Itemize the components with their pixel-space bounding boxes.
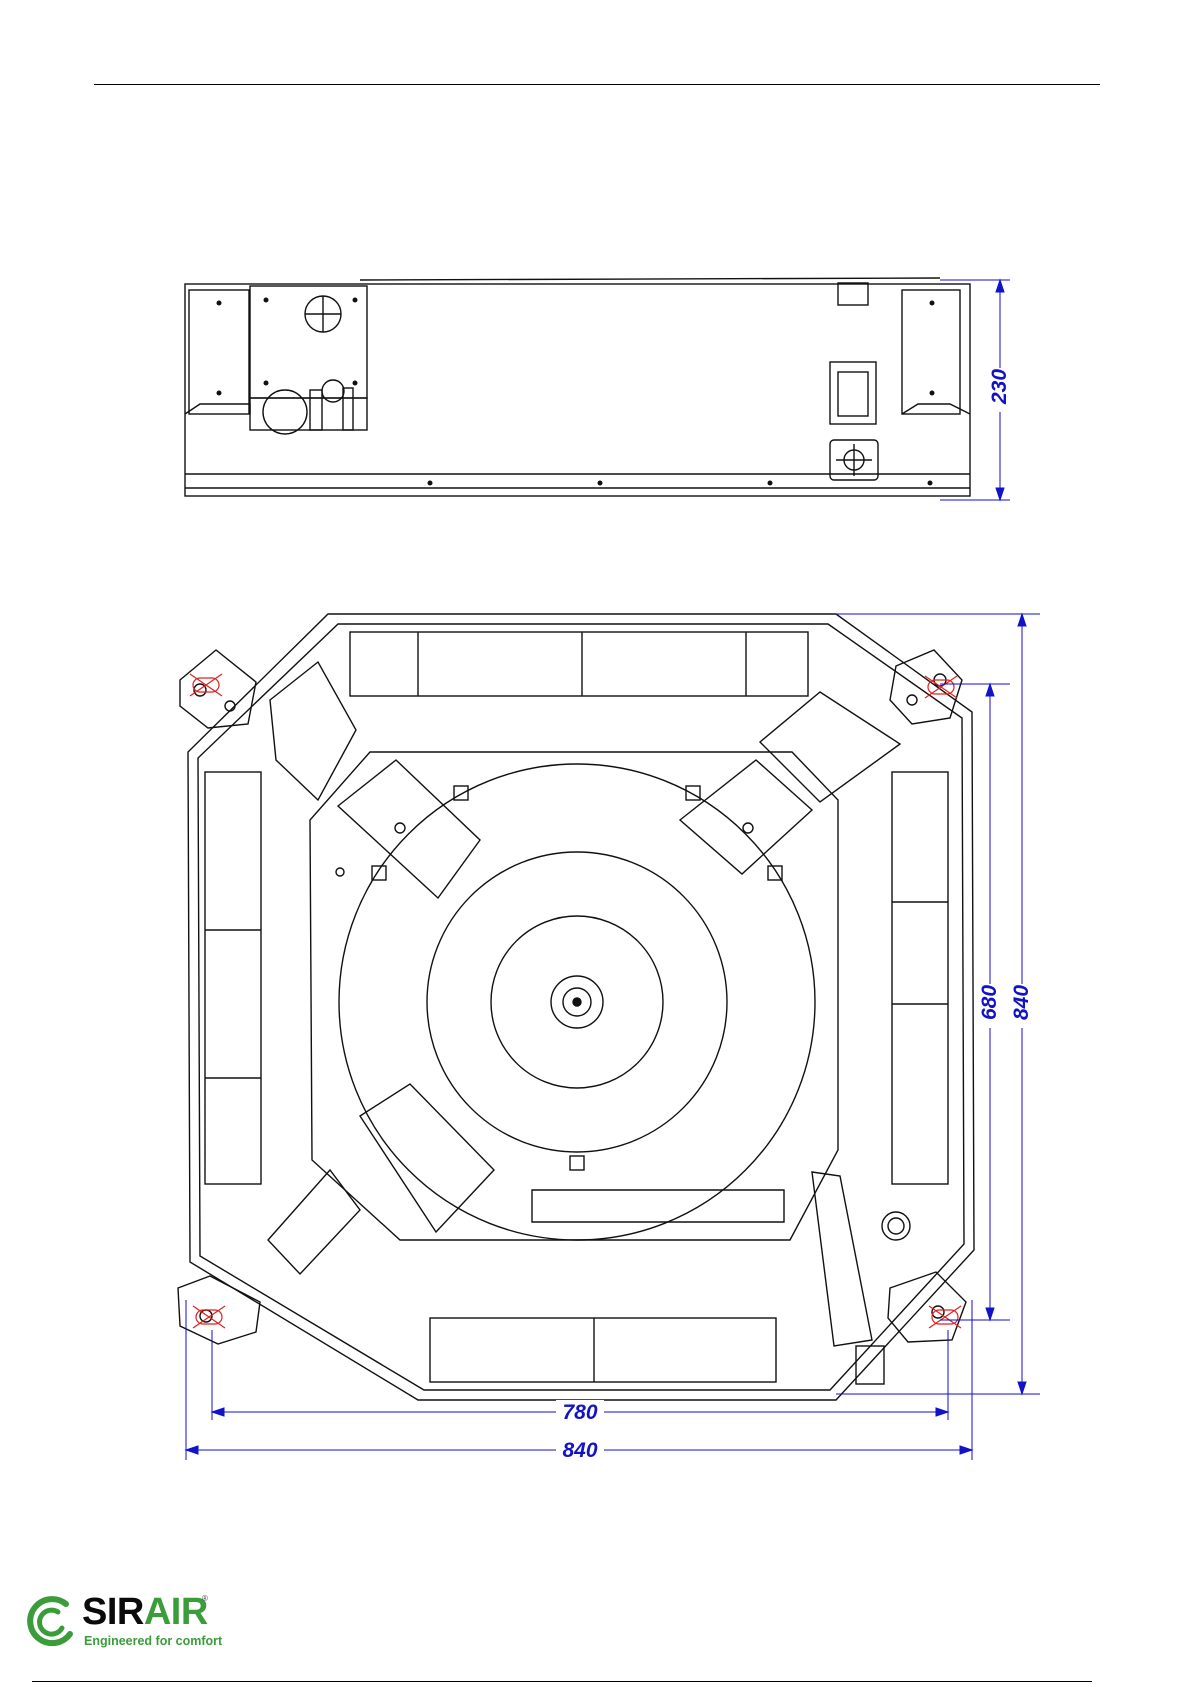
footer-rule — [32, 1681, 1092, 1682]
air-outlet-left — [205, 772, 261, 1184]
duct-panel-left — [270, 662, 356, 800]
side-view — [185, 278, 970, 496]
unit-housing — [188, 614, 974, 1400]
duct-arm-bl — [360, 1084, 494, 1232]
pipe-arm-br — [812, 1172, 872, 1346]
dim-inner-depth-label: 680 — [978, 985, 1001, 1020]
dimension-lines — [186, 280, 1040, 1460]
air-outlet-right — [892, 772, 948, 1184]
air-outlet-top — [350, 632, 808, 696]
dim-outer-depth-label: 840 — [1010, 985, 1033, 1020]
drain-outlet — [882, 1212, 910, 1240]
registered-mark: ® — [202, 1594, 208, 1603]
hanging-bracket-br — [888, 1272, 966, 1342]
duct-arm-tl — [338, 760, 480, 898]
air-outlet-bottom — [430, 1318, 776, 1382]
top-view — [178, 614, 974, 1400]
brand-logo: SIRAIR ® Engineered for comfort — [26, 1592, 226, 1654]
drain-tray — [532, 1190, 784, 1222]
dim-inner-width-label: 780 — [562, 1401, 597, 1424]
inspection-hatch — [830, 362, 876, 424]
hole-marker-bl — [193, 1306, 225, 1328]
brand-name-part1: SIR — [82, 1591, 144, 1633]
side-view-body — [185, 284, 970, 496]
dim-outer-width-label: 840 — [562, 1439, 597, 1462]
brand-tagline: Engineered for comfort — [84, 1634, 222, 1648]
swirl-logo-icon — [26, 1594, 78, 1650]
duct-arm-tr — [680, 760, 812, 874]
hole-marker-tr — [925, 676, 957, 698]
pipe-arm-bl — [268, 1170, 360, 1274]
brand-name-part2: AIR — [144, 1591, 208, 1633]
pipe-arm-tr — [760, 692, 900, 802]
brand-name: SIRAIR — [82, 1592, 208, 1632]
pipe-connection-lower — [263, 390, 307, 434]
dim-height-label: 230 — [988, 369, 1011, 405]
inner-body — [310, 752, 838, 1240]
